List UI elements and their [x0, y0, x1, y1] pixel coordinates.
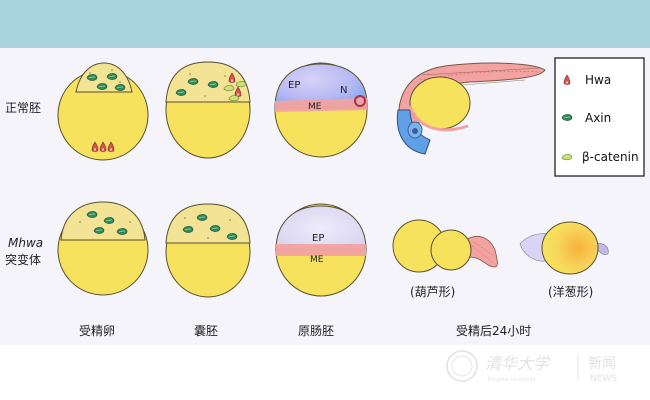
tsinghua-seal-icon — [446, 350, 478, 382]
watermark-university-en: Tsinghua University — [486, 377, 536, 383]
beta-catenin-icon — [561, 154, 573, 161]
onion-shaped-embryo: (洋葱形) — [519, 221, 609, 299]
row-label-mutant: Mhwa — [8, 236, 43, 250]
stage-label-24hpf: 受精后24小时 — [456, 324, 531, 338]
stage-label-blastula: 囊胚 — [194, 323, 218, 338]
axin-icon — [175, 89, 187, 96]
normal-24hpf-embryo — [396, 62, 546, 155]
gourd-shaped-embryo: (葫芦形) — [392, 219, 498, 299]
axin-icon — [116, 228, 128, 235]
watermark-news-en: NEWS — [590, 374, 617, 384]
footer-band — [0, 345, 650, 400]
axin-icon — [114, 84, 126, 91]
mutant-gastrula: EP ME — [275, 203, 367, 297]
gastrula-ep-label: EP — [288, 80, 300, 91]
phenotype-onion-label: (洋葱形) — [548, 284, 593, 299]
gastrula-n-label: N — [340, 85, 347, 96]
legend-beta-catenin-label: β-catenin — [582, 150, 639, 164]
gastrula-me-label: ME — [308, 102, 322, 112]
axin-icon — [209, 225, 221, 232]
mutant-gastrula-ep-label: EP — [312, 233, 324, 244]
row-label-mutant-line2: 突变体 — [5, 252, 41, 267]
legend-axin-label: Axin — [585, 111, 611, 125]
normal-gastrula: EP N ME — [274, 62, 368, 158]
legend: Hwa Axin β-catenin — [554, 57, 645, 177]
mutant-gastrula-me-label: ME — [310, 255, 324, 265]
watermark: 清华大学 Tsinghua University 新闻 NEWS — [446, 350, 617, 384]
axin-icon — [86, 211, 98, 218]
axin-icon — [93, 227, 105, 234]
header-band — [0, 0, 650, 48]
axin-icon — [207, 81, 219, 88]
normal-zygote — [57, 62, 149, 161]
beta-catenin-icon — [223, 85, 235, 92]
axin-icon — [226, 233, 238, 240]
legend-hwa-label: Hwa — [585, 73, 611, 87]
phenotype-gourd-label: (葫芦形) — [410, 285, 455, 299]
axin-icon — [196, 214, 208, 221]
axin-icon — [86, 74, 98, 81]
stage-label-gastrula: 原肠胚 — [298, 324, 334, 338]
axin-icon — [187, 78, 199, 85]
axin-icon — [182, 226, 194, 233]
mutant-blastula — [165, 203, 251, 298]
axin-icon — [561, 114, 573, 121]
watermark-news-cn: 新闻 — [588, 356, 616, 372]
axin-icon — [103, 217, 115, 224]
mutant-zygote — [57, 201, 149, 296]
axin-icon — [96, 83, 108, 90]
beta-catenin-icon — [235, 81, 247, 88]
stage-label-zygote: 受精卵 — [79, 324, 115, 338]
row-label-normal: 正常胚 — [5, 101, 41, 115]
normal-blastula — [165, 61, 251, 159]
axin-icon — [106, 73, 118, 80]
watermark-university: 清华大学 — [485, 354, 551, 373]
beta-catenin-icon — [228, 95, 240, 102]
